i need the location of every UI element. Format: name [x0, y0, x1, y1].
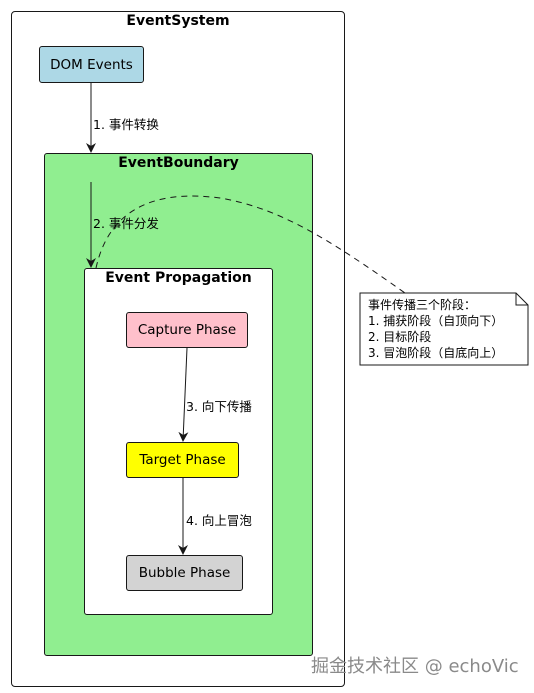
edge-label-4: 4. 向上冒泡 — [186, 513, 252, 528]
event-boundary-title: EventBoundary — [118, 155, 239, 171]
edge-label-1: 1. 事件转换 — [93, 117, 159, 132]
note-dashed-connector — [95, 195, 406, 294]
note-line: 1. 捕获阶段（自顶向下） — [368, 314, 504, 328]
target-phase-node: Target Phase — [126, 442, 239, 478]
note-line: 2. 目标阶段 — [368, 330, 432, 344]
event-system-title: EventSystem — [126, 13, 230, 29]
edge-label-2: 2. 事件分发 — [93, 216, 159, 231]
capture-phase-node: Capture Phase — [126, 312, 248, 348]
edge-label-3: 3. 向下传播 — [186, 399, 252, 414]
note-shape — [359, 292, 529, 366]
note-line: 事件传播三个阶段： — [368, 298, 477, 312]
note-line: 3. 冒泡阶段（自底向上） — [368, 346, 504, 360]
note-folded-corner — [515, 293, 528, 306]
note-text: 事件传播三个阶段： 1. 捕获阶段（自顶向下） 2. 目标阶段 3. 冒泡阶段（… — [368, 297, 503, 361]
arrow-capture-to-target — [178, 347, 189, 442]
dom-events-node: DOM Events — [39, 46, 144, 83]
event-propagation-title: Event Propagation — [105, 270, 252, 286]
bubble-phase-node: Bubble Phase — [126, 555, 243, 591]
watermark: 掘金技术社区 @ echoVic — [311, 656, 519, 677]
